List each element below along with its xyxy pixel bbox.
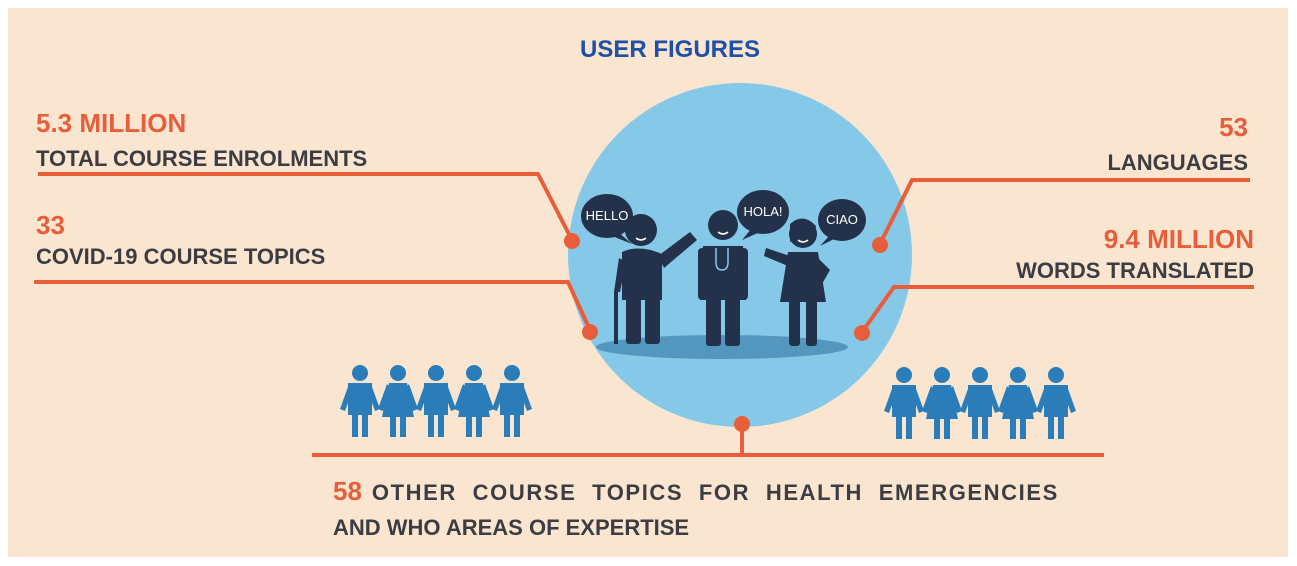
person-female-icon: [998, 367, 1038, 439]
bubble-left: [581, 194, 633, 238]
person-female-icon: [922, 367, 962, 439]
stat-languages-number: 53: [1219, 112, 1248, 142]
stat-other-topics-label-line1: OTHER COURSE TOPICS FOR HEALTH EMERGENCI…: [371, 480, 1059, 505]
stat-other-topics-label-line2: AND WHO AREAS OF EXPERTISE: [333, 515, 690, 541]
bubble-middle: [737, 190, 789, 234]
stat-other-topics: 58 OTHER COURSE TOPICS FOR HEALTH EMERGEN…: [333, 474, 1123, 543]
person-male-icon: [1036, 367, 1076, 439]
bubble-middle-text: HOLA!: [743, 204, 783, 219]
stat-other-topics-number: 58: [333, 476, 362, 506]
person-male-icon: [416, 365, 456, 437]
stat-words-label: WORDS TRANSLATED: [1016, 258, 1254, 283]
bubble-right: [818, 199, 866, 241]
person-male-icon: [884, 367, 924, 439]
bubble-left-text: HELLO: [585, 208, 629, 223]
stat-enrolments-label: TOTAL COURSE ENROLMENTS: [36, 146, 368, 171]
people-row-left: [340, 365, 532, 437]
person-male-icon: [340, 365, 380, 437]
connector-covid-topics: [34, 280, 592, 331]
page-title: USER FIGURES: [579, 36, 761, 63]
person-female-icon: [454, 365, 494, 437]
figure-woman: [764, 218, 830, 346]
stat-covid-topics-label: COVID-19 COURSE TOPICS: [36, 244, 326, 269]
connector-enrolments: [38, 172, 574, 241]
speech-bubbles: [581, 190, 866, 246]
stat-covid-topics-number: 33: [36, 210, 65, 240]
bubble-right-text: CIAO: [826, 212, 858, 227]
connector-dots: [564, 233, 888, 432]
stat-words-number: 9.4 MILLION: [1103, 224, 1254, 254]
person-male-icon: [960, 367, 1000, 439]
stat-enrolments-number: 5.3 MILLION: [36, 108, 187, 138]
figure-doctor: [698, 210, 748, 346]
connector-languages: [878, 178, 1250, 245]
connector-lines: [34, 172, 1254, 457]
connector-words: [860, 285, 1254, 334]
person-female-icon: [378, 365, 418, 437]
figure-elderly: [614, 214, 697, 344]
person-male-icon: [492, 365, 532, 437]
stat-languages-label: LANGUAGES: [1107, 150, 1248, 175]
people-row-right: [884, 367, 1076, 439]
